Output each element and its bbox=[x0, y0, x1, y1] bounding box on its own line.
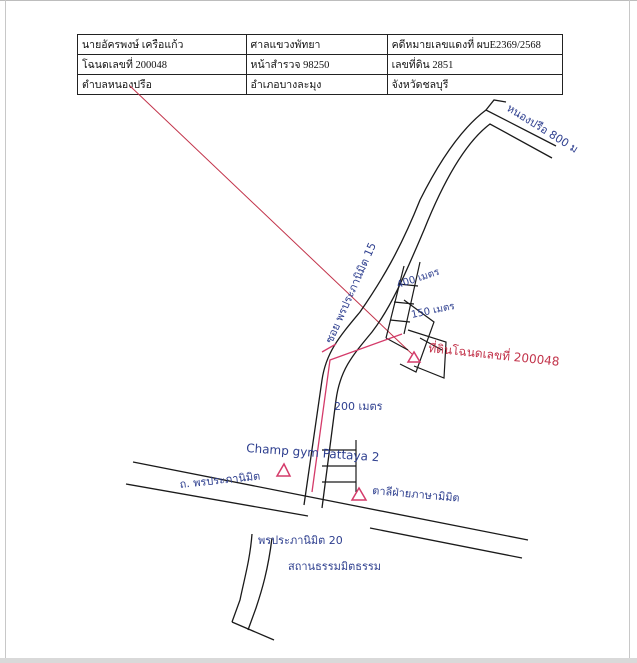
label-top-road: หนองปรือ 800 ม bbox=[504, 102, 580, 156]
page-edge-bottom bbox=[0, 658, 637, 663]
label-dist-200: 200 เมตร bbox=[334, 400, 383, 413]
table-row: นายอัครพงษ์ เครือแก้ว ศาลแขวงพัทยา คดีหม… bbox=[77, 34, 564, 55]
soi-road bbox=[303, 99, 557, 509]
label-bottom-road: พรประภานิมิต 20 bbox=[258, 534, 343, 547]
marker-parcel bbox=[406, 350, 422, 363]
table-row: โฉนดเลขที่ 200048 หน้าสำรวจ 98250 เลขที่… bbox=[77, 54, 564, 75]
province-cell: จังหวัดชลบุรี bbox=[386, 74, 564, 95]
label-dist-150: 150 เมตร bbox=[410, 301, 456, 321]
label-target-parcel: ที่ดินโฉนดเลขที่ 200048 bbox=[428, 339, 561, 369]
property-info-table: นายอัครพงษ์ เครือแก้ว ศาลแขวงพัทยา คดีหม… bbox=[77, 34, 564, 95]
label-soi: ซอย พรประภานิมิต 15 bbox=[323, 241, 379, 346]
label-tax-office: ตาลีฝ่ายภาษามิมิต bbox=[372, 484, 460, 505]
marker-gym bbox=[275, 462, 292, 477]
pointer-line bbox=[129, 85, 413, 355]
label-temple: สถานธรรมมิตธรรม bbox=[288, 560, 381, 573]
page-edge-right bbox=[629, 0, 630, 658]
page-edge-left bbox=[5, 0, 6, 658]
map-labels: หนองปรือ 800 ม ซอย พรประภานิมิต 15 400 เ… bbox=[179, 102, 580, 573]
south-road bbox=[231, 533, 275, 641]
gym-buildings bbox=[322, 440, 357, 492]
landmark-markers bbox=[275, 350, 422, 501]
land-parcel bbox=[385, 261, 447, 379]
route-line bbox=[311, 333, 403, 493]
label-main-road: ถ. พรประภานิมิต bbox=[179, 470, 261, 491]
table-row: ตำบลหนองปรือ อำเภอบางละมุง จังหวัดชลบุรี bbox=[77, 74, 564, 95]
marker-tax-office bbox=[350, 486, 368, 501]
main-road bbox=[125, 461, 529, 559]
page-edge-top bbox=[0, 0, 637, 1]
